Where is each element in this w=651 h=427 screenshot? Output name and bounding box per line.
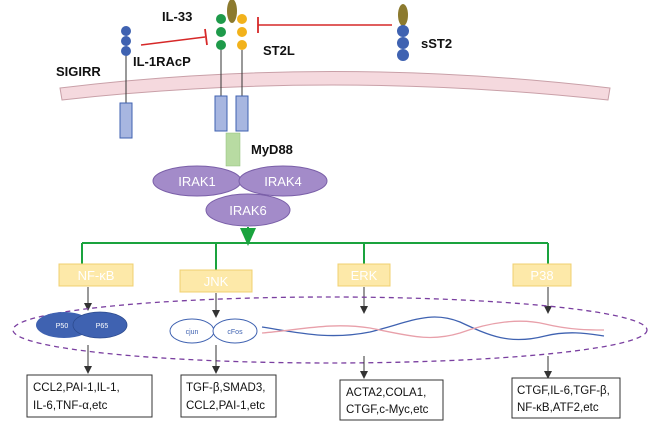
irak4-ellipse [238, 165, 328, 197]
p65-ellipse [72, 311, 128, 339]
myd88-box [225, 132, 241, 167]
il33-label: IL-33 [162, 9, 192, 24]
pathway-label-nfkb: NF-κB [78, 268, 115, 283]
cfos-ellipse [212, 318, 258, 344]
il33-ligand [227, 0, 237, 23]
sigirr-label: SIGIRR [56, 64, 101, 79]
nucleus-outline [12, 296, 648, 364]
output-box-nfkb [26, 374, 153, 418]
p65-label: P65 [96, 323, 109, 330]
st2l-label: ST2L [263, 43, 295, 58]
cell-membrane [59, 71, 611, 101]
inhibition-sigirr [140, 28, 208, 46]
output-erk-line1: ACTA2,COLA1, [346, 387, 426, 399]
output-nfkb-line2: IL-6,TNF-α,etc [33, 400, 108, 412]
myd88-label: MyD88 [251, 142, 293, 157]
cjun-label: cjun [186, 329, 199, 336]
pathway-label-jnk: JNK [204, 274, 229, 289]
irak1-label: IRAK1 [178, 174, 216, 189]
sst2-receptor [397, 4, 409, 61]
pathway-box-jnk [179, 269, 253, 293]
irak6-ellipse [205, 193, 291, 227]
dna-strand-pink [261, 320, 605, 339]
sst2-label: sST2 [421, 36, 452, 51]
irak6-label: IRAK6 [229, 203, 267, 218]
output-p38-line1: CTGF,IL-6,TGF-β, [517, 385, 610, 397]
output-jnk-line1: TGF-β,SMAD3, [186, 382, 265, 394]
output-p38-line2: NF-κB,ATF2,etc [517, 402, 599, 414]
pathway-arrows [84, 287, 552, 318]
inhibition-sst2 [257, 17, 392, 33]
sigirr-receptor [119, 26, 133, 139]
irak4-label: IRAK4 [264, 174, 302, 189]
dna-strand-blue [261, 316, 605, 341]
output-arrows [84, 345, 552, 379]
output-box-erk [339, 379, 444, 421]
pathway-box-p38 [512, 263, 572, 287]
il1racp-receptor [214, 14, 228, 132]
green-branch-lines [81, 227, 549, 270]
pathway-box-erk [337, 263, 391, 287]
output-erk-line2: CTGF,c-Myc,etc [346, 404, 429, 416]
st2l-receptor [235, 14, 249, 132]
pathway-label-erk: ERK [351, 268, 378, 283]
output-jnk-line2: CCL2,PAI-1,etc [186, 400, 265, 412]
pathway-box-nfkb [58, 263, 134, 287]
output-box-jnk [180, 374, 277, 418]
output-box-p38 [511, 377, 621, 419]
cfos-label: cFos [227, 329, 243, 336]
output-nfkb-line1: CCL2,PAI-1,IL-1, [33, 382, 120, 394]
p50-label: P50 [56, 323, 69, 330]
il1racp-label: IL-1RAcP [133, 54, 191, 69]
pathway-label-p38: P38 [530, 268, 553, 283]
